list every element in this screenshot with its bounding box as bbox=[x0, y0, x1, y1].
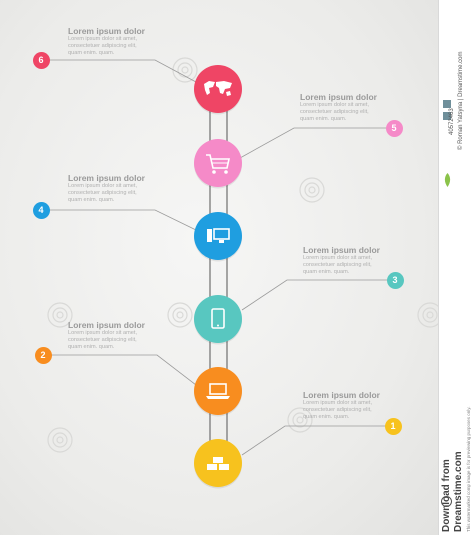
id-badge-icon bbox=[443, 100, 451, 108]
step-3-title: Lorem ipsum dolor bbox=[303, 245, 380, 255]
watermark-swirl-icon bbox=[417, 302, 438, 328]
timeline-diagram bbox=[47, 57, 438, 489]
leaf-logo-icon bbox=[444, 173, 451, 187]
step-6-circle bbox=[194, 65, 242, 113]
step-1-title: Lorem ipsum dolor bbox=[303, 390, 380, 400]
gold-bars-icon bbox=[207, 457, 229, 470]
shopping-cart-icon bbox=[206, 154, 230, 174]
step-1-body: Lorem ipsum dolor sit amet,consectetuer … bbox=[303, 400, 373, 421]
watermark-sidebar bbox=[438, 0, 474, 535]
image-id: 40572463 bbox=[449, 108, 455, 135]
step-6-text: Lorem ipsum dolor Lorem ipsum dolor sit … bbox=[68, 26, 145, 58]
step-2-title: Lorem ipsum dolor bbox=[68, 320, 145, 330]
step-4-text: Lorem ipsum dolor Lorem ipsum dolor sit … bbox=[68, 173, 145, 205]
step-4-connector bbox=[49, 209, 197, 231]
watermark-swirl-icon bbox=[47, 302, 73, 328]
desktop-computer-icon bbox=[207, 228, 230, 243]
step-3-text: Lorem ipsum dolor Lorem ipsum dolor sit … bbox=[303, 245, 380, 277]
watermark-swirl-icon bbox=[287, 407, 313, 433]
step-3-circle bbox=[194, 295, 242, 343]
step-1-node bbox=[194, 439, 242, 489]
step-4-node bbox=[194, 212, 242, 262]
step-5-body: Lorem ipsum dolor sit amet,consectetuer … bbox=[300, 102, 370, 123]
step-6-node bbox=[194, 65, 242, 115]
laptop-icon bbox=[206, 383, 230, 399]
step-3-connector bbox=[241, 279, 388, 311]
step-2-node bbox=[194, 367, 242, 417]
step-5-node bbox=[194, 139, 242, 189]
step-3-node bbox=[194, 295, 242, 345]
step-6-connector bbox=[49, 59, 197, 83]
step-4-body: Lorem ipsum dolor sit amet,consectetuer … bbox=[68, 183, 138, 204]
step-1-number-marker: 1 bbox=[384, 417, 402, 435]
step-3-body: Lorem ipsum dolor sit amet,consectetuer … bbox=[303, 255, 373, 276]
step-3-number-marker: 3 bbox=[386, 271, 404, 289]
image-credit: © Roman Yatsyna | Dreamstime.com bbox=[458, 51, 464, 150]
step-2-text: Lorem ipsum dolor Lorem ipsum dolor sit … bbox=[68, 320, 145, 352]
watermark-note: This watermarked comp image is for previ… bbox=[466, 406, 471, 532]
step-1-text: Lorem ipsum dolor Lorem ipsum dolor sit … bbox=[303, 390, 380, 422]
step-2-number-marker: 2 bbox=[34, 346, 52, 364]
step-4-circle bbox=[194, 212, 242, 260]
step-4-number-marker: 4 bbox=[32, 201, 50, 219]
copyright-badge-icon bbox=[443, 112, 451, 120]
step-5-title: Lorem ipsum dolor bbox=[300, 92, 377, 102]
step-4-title: Lorem ipsum dolor bbox=[68, 173, 145, 183]
step-5-number-marker: 5 bbox=[385, 119, 403, 137]
step-6-title: Lorem ipsum dolor bbox=[68, 26, 145, 36]
world-map-icon bbox=[204, 81, 232, 96]
site-name: Dreamstime.com bbox=[453, 451, 464, 532]
watermark-swirl-icon bbox=[167, 302, 193, 328]
watermark-swirl-icon bbox=[299, 177, 325, 203]
step-5-text: Lorem ipsum dolor Lorem ipsum dolor sit … bbox=[300, 92, 377, 124]
step-5-connector bbox=[239, 127, 387, 159]
dreamstime-logo-icon bbox=[441, 496, 452, 507]
tablet-icon bbox=[211, 308, 225, 329]
step-2-body: Lorem ipsum dolor sit amet,consectetuer … bbox=[68, 330, 138, 351]
step-6-body: Lorem ipsum dolor sit amet,consectetuer … bbox=[68, 36, 138, 57]
watermark-swirl-icon bbox=[47, 427, 73, 453]
watermark-swirl-icon bbox=[172, 57, 198, 83]
step-1-connector bbox=[241, 425, 386, 456]
step-2-circle bbox=[194, 367, 242, 415]
step-6-number-marker: 6 bbox=[32, 51, 50, 69]
step-2-connector bbox=[51, 354, 197, 386]
